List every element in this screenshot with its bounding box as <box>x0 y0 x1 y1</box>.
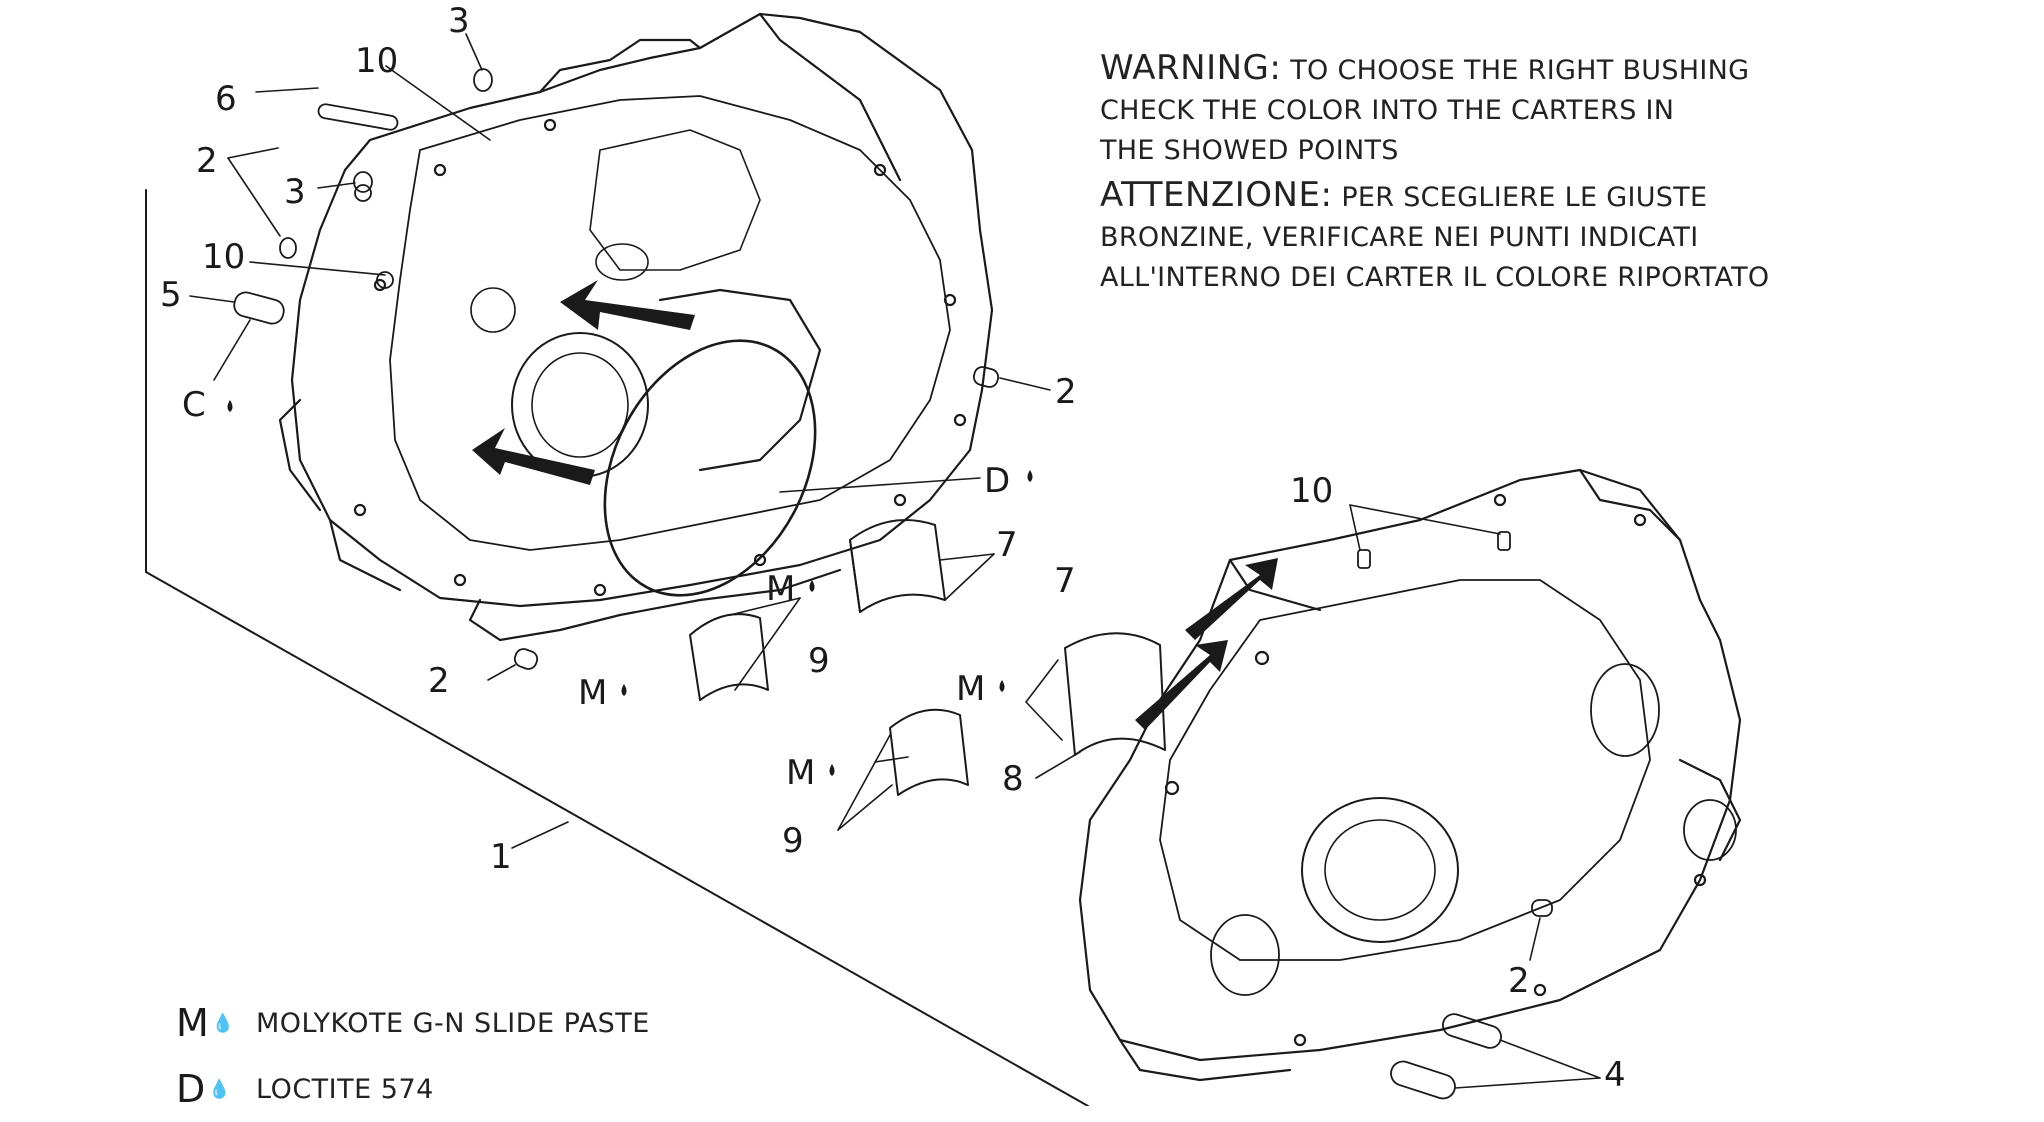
warning-heading: WARNING: <box>1100 48 1282 88</box>
legend-symbol-d: D <box>176 1067 206 1111</box>
bearing-shells <box>689 519 1166 796</box>
callout-9-lower: 9 <box>782 821 804 861</box>
callout-m-1: M <box>766 569 795 609</box>
legend-row-molykote: M💧 MOLYKOTE G-N SLIDE PASTE <box>176 990 650 1056</box>
callout-2-upper-left: 2 <box>196 141 218 181</box>
callout-d: D <box>984 461 1010 501</box>
callout-m-3: M <box>956 669 985 709</box>
warning-line-1: TO CHOOSE THE RIGHT BUSHING <box>1290 55 1750 86</box>
callout-5: 5 <box>160 275 182 315</box>
callout-7-left: 7 <box>996 525 1018 565</box>
legend-symbol-m: M <box>176 1001 209 1045</box>
assembly-bracket <box>145 189 1089 1106</box>
callout-3-top: 3 <box>448 1 470 41</box>
callout-c: C <box>182 385 206 425</box>
warning-line-2: CHECK THE COLOR INTO THE CARTERS IN <box>1100 95 1675 126</box>
callout-8: 8 <box>1002 759 1024 799</box>
callout-m-2: M <box>578 673 607 713</box>
callout-2-right: 2 <box>1055 372 1077 412</box>
callout-2-lower-left: 2 <box>428 661 450 701</box>
callout-3-mid: 3 <box>284 172 306 212</box>
leader-lines <box>189 33 1601 1089</box>
callout-4: 4 <box>1604 1055 1626 1095</box>
drop-icon: 💧 <box>211 1012 235 1034</box>
highlight-ellipse <box>603 339 817 597</box>
legend-text-molykote: MOLYKOTE G-N SLIDE PASTE <box>256 1007 650 1039</box>
legend-row-loctite: D💧 LOCTITE 574 <box>176 1056 650 1122</box>
attenzione-line-1: PER SCEGLIERE LE GIUSTE <box>1341 182 1708 213</box>
callout-10-left: 10 <box>202 237 245 277</box>
attenzione-line-2: BRONZINE, VERIFICARE NEI PUNTI INDICATI <box>1100 222 1699 253</box>
attenzione-heading: ATTENZIONE: <box>1100 175 1333 215</box>
drop-icon: 💧 <box>208 1078 231 1100</box>
callout-10-right: 10 <box>1290 471 1333 511</box>
direction-arrows <box>472 280 1278 730</box>
callout-7-right: 7 <box>1054 561 1076 601</box>
callout-2-lower-right: 2 <box>1508 961 1530 1001</box>
lubricant-legend: M💧 MOLYKOTE G-N SLIDE PASTE D💧 LOCTITE 5… <box>176 990 650 1122</box>
right-crankcase-half <box>1078 468 1742 1082</box>
callout-m-4: M <box>786 753 815 793</box>
warning-notes: WARNING: TO CHOOSE THE RIGHT BUSHING CHE… <box>1100 48 2000 302</box>
callout-1: 1 <box>490 837 512 877</box>
legend-text-loctite: LOCTITE 574 <box>256 1073 434 1105</box>
left-crankcase-half <box>278 12 994 642</box>
callout-6: 6 <box>215 79 237 119</box>
attenzione-block: ATTENZIONE: PER SCEGLIERE LE GIUSTE BRON… <box>1100 175 2000 298</box>
drop-glyphs <box>227 400 1033 776</box>
attenzione-line-3: ALL'INTERNO DEI CARTER IL COLORE RIPORTA… <box>1100 262 1770 293</box>
callout-10-top: 10 <box>355 41 398 81</box>
warning-line-3: THE SHOWED POINTS <box>1100 135 1399 166</box>
pins-and-dowels <box>233 68 1553 1100</box>
warning-block: WARNING: TO CHOOSE THE RIGHT BUSHING CHE… <box>1100 48 2000 171</box>
callout-9-upper: 9 <box>808 641 830 681</box>
